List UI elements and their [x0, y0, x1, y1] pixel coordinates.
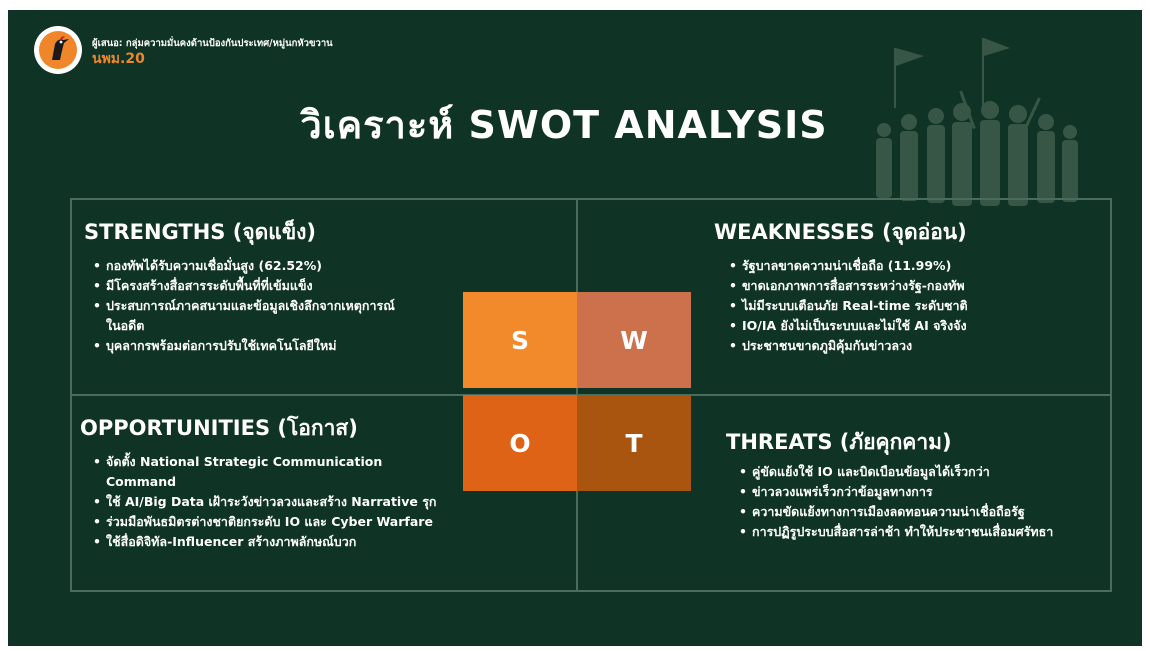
grid-line-bottom	[70, 590, 1112, 592]
strengths-item: กองทัพได้รับความเชื่อมั่นสูง (62.52%)	[93, 256, 486, 276]
woodpecker-icon	[39, 31, 77, 69]
weaknesses-item: ขาดเอกภาพการสื่อสารระหว่างรัฐ-กองทัพ	[729, 276, 1112, 296]
weaknesses-item: ไม่มีระบบเตือนภัย Real-time ระดับชาติ	[729, 296, 1112, 316]
strengths-item: มีโครงสร้างสื่อสารระดับพื้นที่ที่เข้มแข็…	[93, 276, 486, 296]
opportunities-item: ใช้ AI/Big Data เฝ้าระวังข่าวลวงและสร้าง…	[93, 492, 546, 512]
weaknesses-list: รัฐบาลขาดความน่าเชื่อถือ (11.99%) ขาดเอก…	[726, 256, 1112, 356]
opportunities-item: ใช้สื่อดิจิทัล-Influencer สร้างภาพลักษณ์…	[93, 532, 546, 552]
opportunities-item-continuation: Command	[106, 474, 177, 489]
threats-heading: THREATS (ภัยคุกคาม)	[726, 430, 952, 454]
opportunities-list: จัดตั้ง National Strategic Communication…	[90, 452, 546, 552]
threats-item: ความขัดแย้งทางการเมืองลดทอนความน่าเชื่อถ…	[739, 502, 1122, 522]
strengths-list: กองทัพได้รับความเชื่อมั่นสูง (62.52%) มี…	[90, 256, 486, 356]
opportunities-item: ร่วมมือพันธมิตรต่างชาติยกระดับ IO และ Cy…	[93, 512, 546, 532]
woodpecker-logo	[34, 26, 82, 74]
slide: ผู้เสนอ: กลุ่มความมั่นคงด้านป้องกันประเท…	[8, 10, 1142, 646]
opportunities-item: จัดตั้ง National Strategic Communication	[93, 452, 546, 472]
strengths-item: บุคลากรพร้อมต่อการปรับใช้เทคโนโลยีใหม่	[93, 336, 486, 356]
swot-square-s: S	[463, 292, 577, 388]
strengths-heading: STRENGTHS (จุดแข็ง)	[84, 220, 317, 244]
swot-square-w: W	[577, 292, 691, 388]
swot-square-o: O	[463, 395, 577, 491]
grid-line-left	[70, 198, 72, 592]
weaknesses-item: ประชาชนขาดภูมิคุ้มกันข่าวลวง	[729, 336, 1112, 356]
presenter-text: ผู้เสนอ: กลุ่มความมั่นคงด้านป้องกันประเท…	[92, 38, 333, 49]
grid-line-top	[70, 198, 1112, 200]
strengths-item: ประสบการณ์ภาคสนามและข้อมูลเชิงลึกจากเหตุ…	[93, 296, 486, 316]
weaknesses-item: IO/IA ยังไม่เป็นระบบและไม่ใช้ AI จริงจัง	[729, 316, 1112, 336]
class-label: นพม.20	[92, 51, 145, 67]
weaknesses-heading: WEAKNESSES (จุดอ่อน)	[714, 220, 967, 244]
swot-square-t: T	[577, 395, 691, 491]
threats-item: การปฏิรูประบบสื่อสารล่าช้า ทำให้ประชาชนเ…	[739, 522, 1122, 542]
weaknesses-item: รัฐบาลขาดความน่าเชื่อถือ (11.99%)	[729, 256, 1112, 276]
threats-item: คู่ขัดแย้งใช้ IO และบิดเบือนข้อมูลได้เร็…	[739, 462, 1122, 482]
strengths-item-continuation: ในอดีต	[106, 318, 145, 333]
grid-line-right	[1110, 198, 1112, 592]
soldiers-silhouette-image	[876, 38, 1078, 206]
threats-list: คู่ขัดแย้งใช้ IO และบิดเบือนข้อมูลได้เร็…	[736, 462, 1122, 542]
page-title: วิเคราะห์ SWOT ANALYSIS	[300, 103, 828, 147]
threats-item: ข่าวลวงแพร่เร็วกว่าข้อมูลทางการ	[739, 482, 1122, 502]
opportunities-heading: OPPORTUNITIES (โอกาส)	[80, 416, 358, 440]
